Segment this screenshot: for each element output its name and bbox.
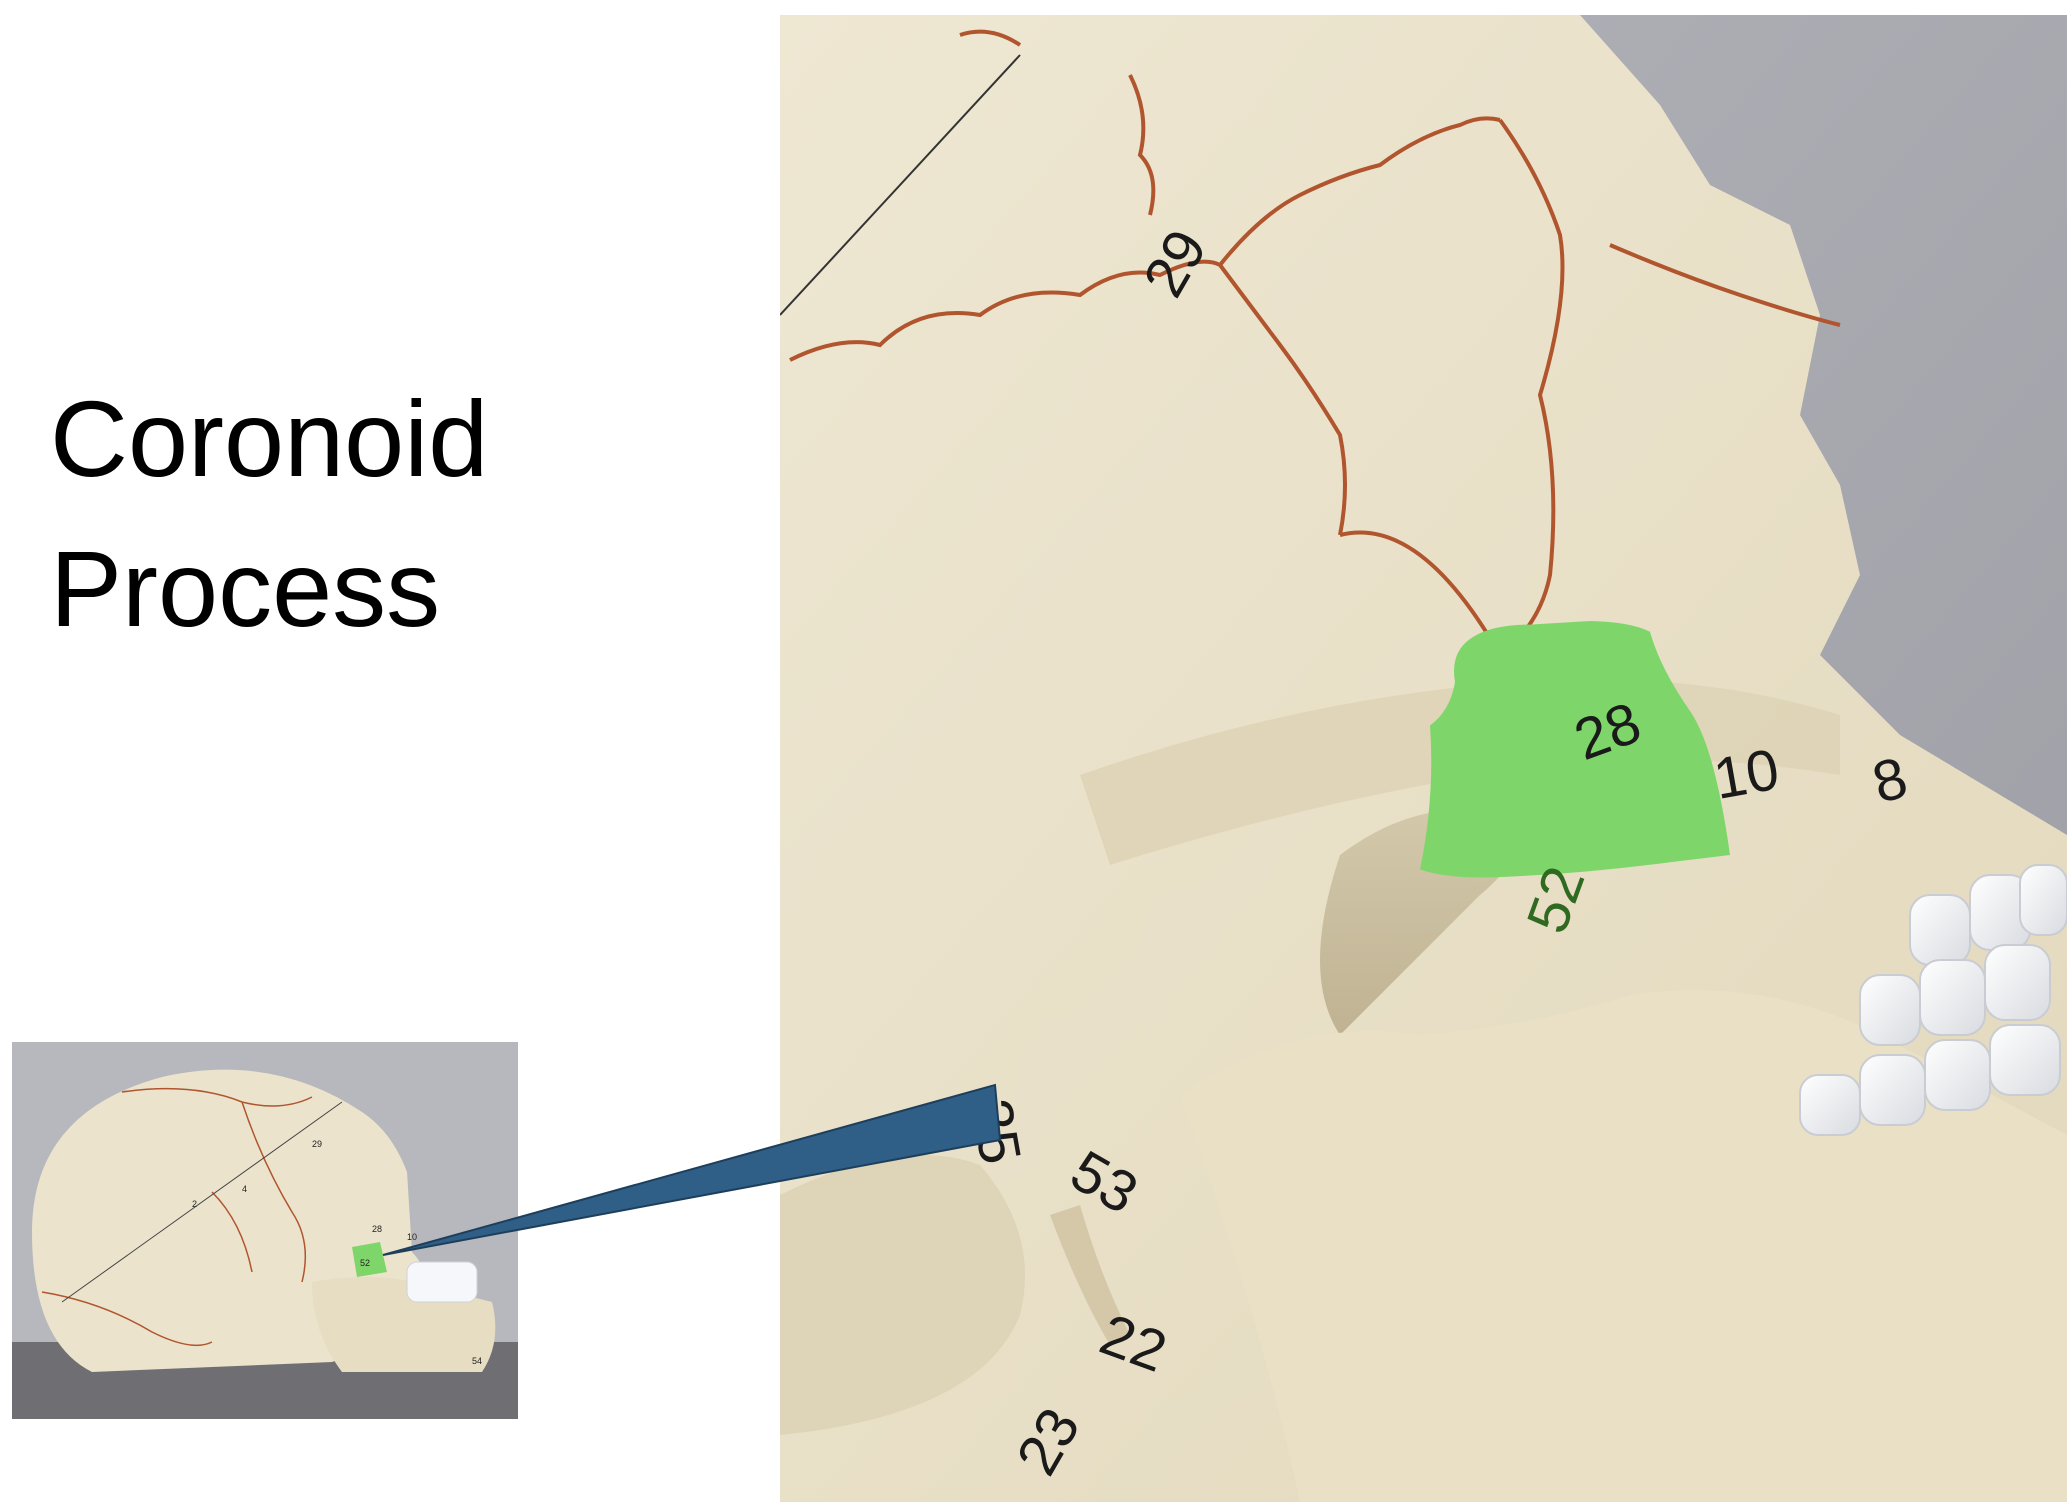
skull-closeup-illustration: 29 28 10 8 52 25 53 22 23 bbox=[780, 15, 2067, 1502]
thumb-label-2: 2 bbox=[192, 1199, 197, 1209]
sutures bbox=[789, 29, 1841, 657]
skull-thumbnail-illustration: 2 4 29 28 10 52 54 bbox=[12, 1042, 518, 1419]
coronoid-process-highlight bbox=[1420, 621, 1730, 878]
thumb-label-54: 54 bbox=[472, 1356, 482, 1366]
thumb-label-10: 10 bbox=[407, 1232, 417, 1242]
styloid-ridge bbox=[1050, 1205, 1130, 1345]
title-line-1: Coronoid bbox=[50, 378, 489, 499]
thumb-label-52: 52 bbox=[360, 1258, 370, 1268]
thumb-label-29: 29 bbox=[312, 1139, 322, 1149]
skull-closeup-photo: 29 28 10 8 52 25 53 22 23 bbox=[780, 15, 2067, 1502]
skull-thumbnail: 2 4 29 28 10 52 54 bbox=[12, 1042, 518, 1419]
thumb-guide-line bbox=[61, 1101, 343, 1303]
thumb-teeth bbox=[406, 1261, 478, 1303]
label-25: 25 bbox=[958, 1094, 1033, 1169]
thumb-label-4: 4 bbox=[242, 1184, 247, 1194]
thumb-label-28: 28 bbox=[372, 1224, 382, 1234]
teeth bbox=[1799, 864, 2067, 1136]
thumb-sutures bbox=[41, 1087, 313, 1347]
guide-line bbox=[780, 54, 1021, 316]
title-line-2: Process bbox=[50, 528, 441, 649]
label-10: 10 bbox=[1709, 737, 1784, 812]
thumb-coronoid-highlight bbox=[352, 1242, 387, 1277]
